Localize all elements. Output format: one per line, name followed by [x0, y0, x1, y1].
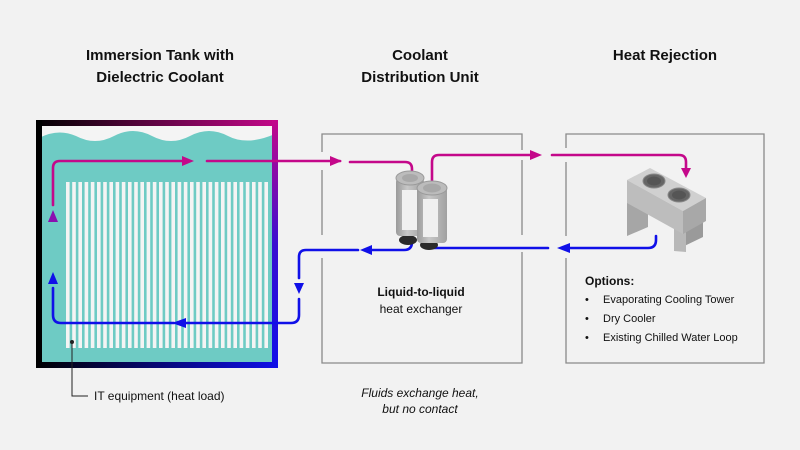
cold-coolant-pipes: [51, 234, 658, 325]
option-item: Existing Chilled Water Loop: [585, 329, 738, 348]
server-blade: [66, 182, 70, 348]
server-blade: [165, 182, 169, 348]
heat-rejection-title: Heat Rejection: [612, 47, 718, 64]
arrow-right-icon: [330, 156, 342, 166]
server-blade: [72, 182, 76, 348]
server-blade: [264, 182, 268, 348]
option-item: Evaporating Cooling Tower: [585, 291, 738, 310]
server-blade: [140, 182, 144, 348]
server-blade: [245, 182, 250, 348]
server-blade: [109, 182, 113, 348]
server-blade: [171, 182, 175, 348]
server-blade: [103, 182, 107, 348]
tank-title: Immersion Tank with Dielectric Coolant: [85, 47, 235, 86]
server-blade: [97, 182, 101, 348]
heat-exchanger-label-bold: Liquid-to-liquid: [377, 285, 465, 299]
arrow-down-icon: [294, 283, 304, 294]
hot-coolant-pipes: [51, 153, 688, 207]
options-title: Options:: [585, 274, 635, 288]
server-blade: [227, 182, 231, 348]
cold-flow-arrows: [48, 243, 570, 328]
server-blade: [84, 182, 89, 348]
server-blade: [90, 182, 95, 348]
hot-flow-arrows: [48, 150, 691, 222]
server-blade: [190, 182, 194, 348]
server-blade: [202, 182, 206, 348]
server-blade: [152, 182, 157, 348]
server-blade: [196, 182, 200, 348]
cdu-title: Coolant Distribution Unit: [361, 47, 479, 86]
note-line-2: but no contact: [382, 402, 458, 416]
arrow-left-icon: [172, 318, 186, 328]
option-item: Dry Cooler: [585, 310, 738, 329]
arrow-down-icon: [681, 168, 691, 178]
server-blade: [258, 182, 262, 348]
immersion-tank: [36, 120, 278, 368]
heat-rejection-unit-icon: [627, 168, 706, 252]
arrow-up-icon: [48, 210, 58, 222]
heat-exchanger-label-sub: heat exchanger: [379, 302, 463, 316]
server-blade: [115, 182, 120, 348]
arrow-left-icon: [557, 243, 570, 253]
server-blade: [214, 182, 219, 348]
server-blade: [239, 182, 244, 348]
server-blade: [233, 182, 237, 348]
options-list: Options: Evaporating Cooling Tower Dry C…: [585, 272, 738, 348]
server-blade: [121, 182, 126, 348]
cdu-box: [321, 133, 523, 364]
server-blade: [134, 182, 138, 348]
arrow-left-icon: [360, 245, 372, 255]
heat-rejection-box: [565, 133, 765, 364]
server-blade: [208, 182, 213, 348]
arrow-right-icon: [182, 156, 194, 166]
it-equipment-label: IT equipment (heat load): [94, 389, 225, 403]
arrow-up-icon: [48, 272, 58, 284]
server-blade: [159, 182, 163, 348]
server-blade: [78, 182, 82, 348]
server-blade: [177, 182, 182, 348]
server-blade: [221, 182, 225, 348]
server-blade: [183, 182, 188, 348]
server-blade: [146, 182, 151, 348]
heat-exchanger-icon: [395, 170, 448, 250]
it-equipment-rack: [66, 182, 268, 348]
note-line-1: Fluids exchange heat,: [361, 386, 479, 400]
heat-exchanger-label: Liquid-to-liquid heat exchanger: [322, 284, 520, 318]
server-blade: [128, 182, 132, 348]
server-blade: [252, 182, 256, 348]
arrow-right-icon: [530, 150, 542, 160]
it-equipment-leader: [70, 340, 88, 397]
exchange-note: Fluids exchange heat, but no contact: [300, 385, 540, 417]
